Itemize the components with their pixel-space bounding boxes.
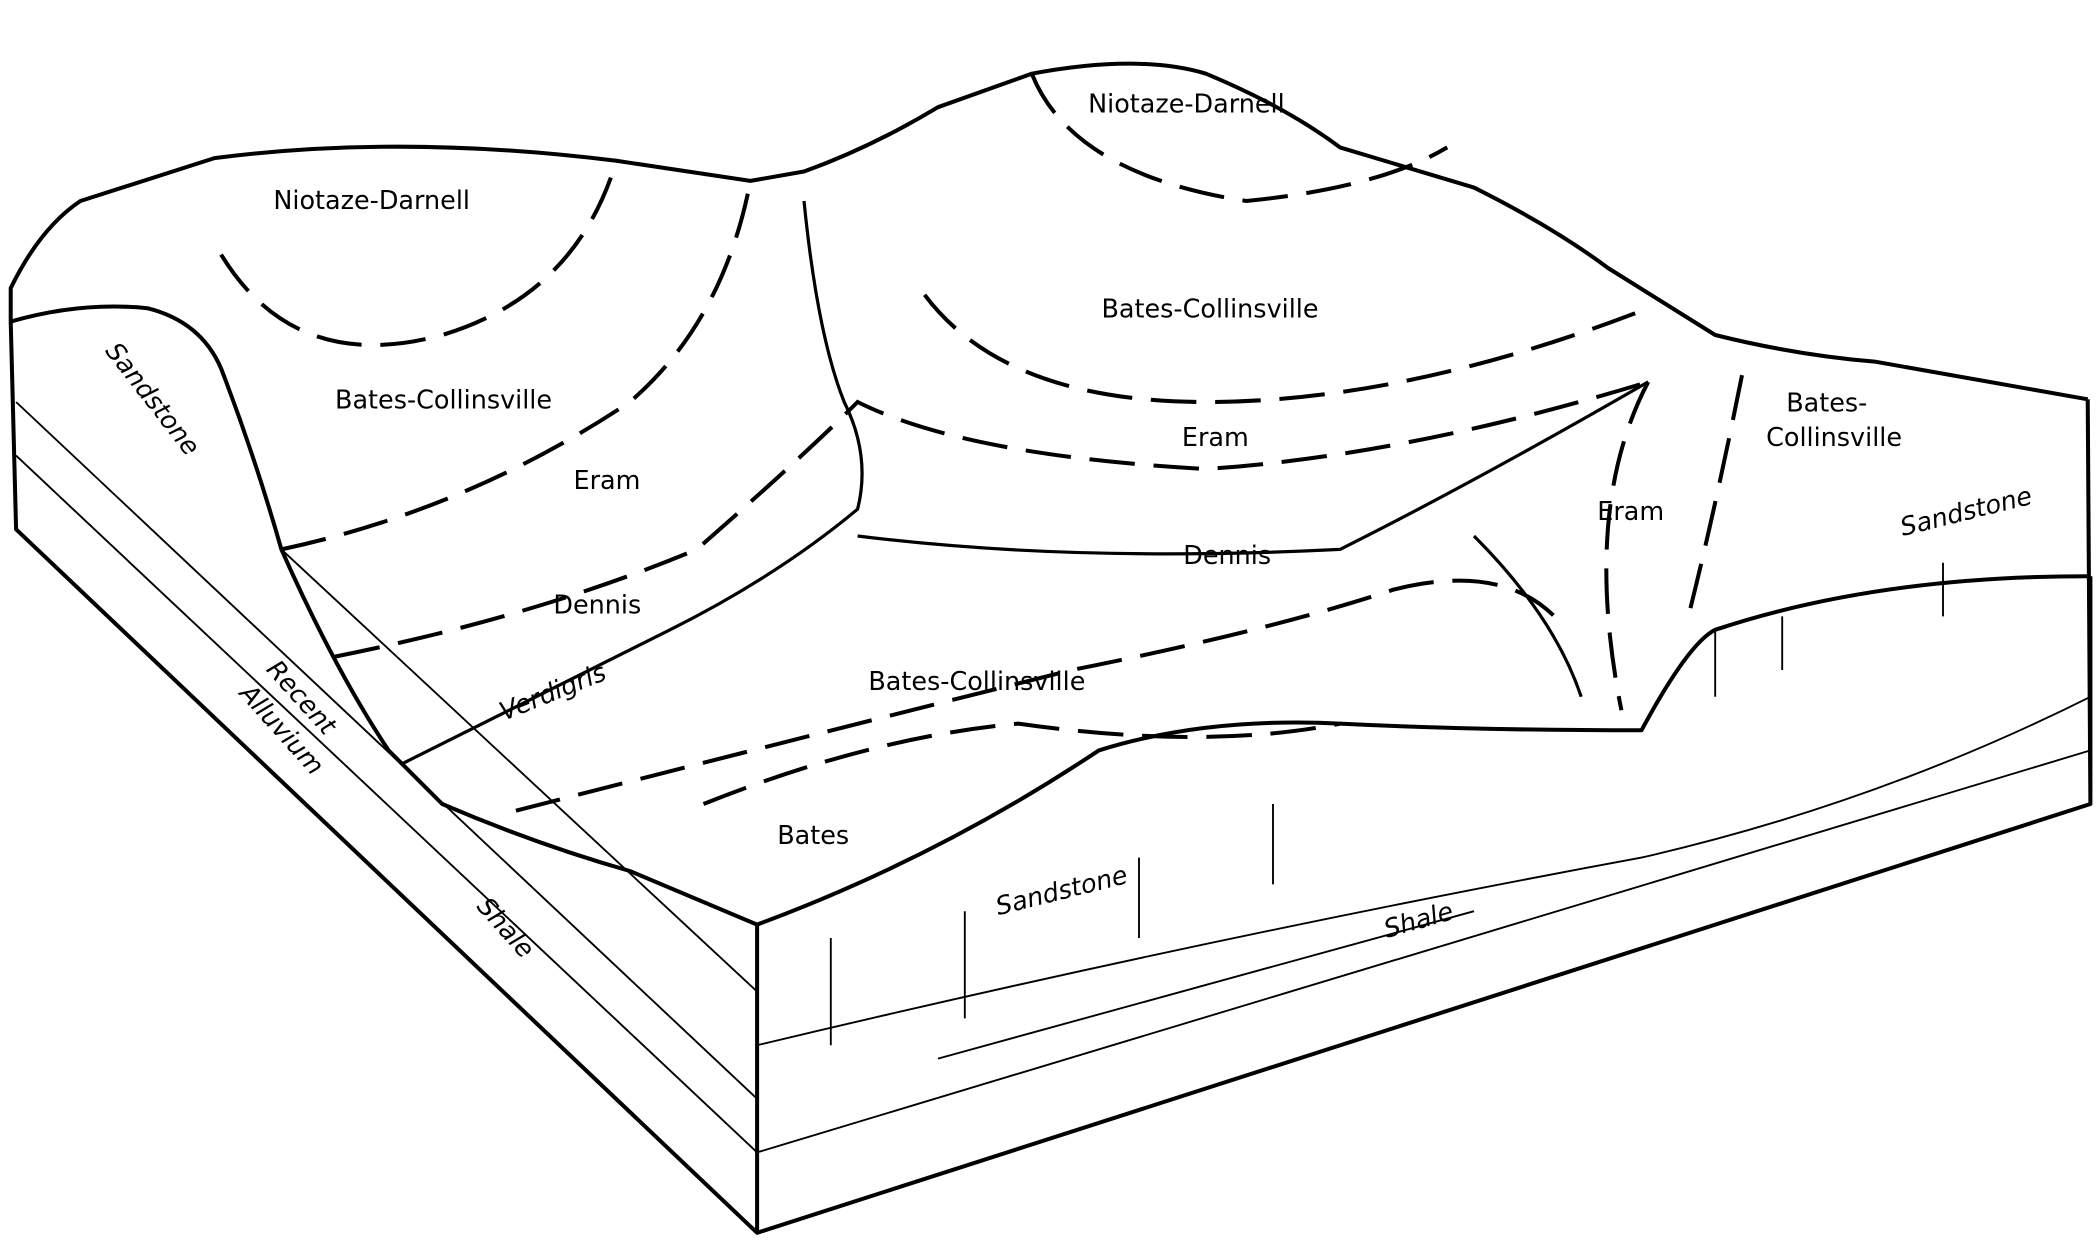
soil-label-dennis-left: Dennis <box>553 591 641 621</box>
soil-label-bates-collinsville-center: Bates-Collinsville <box>1101 295 1318 325</box>
soil-label-eram-right: Eram <box>1597 497 1664 527</box>
top-surface-outline <box>8 61 2089 402</box>
soil-label-niotaze-darnell-left: Niotaze-Darnell <box>273 186 470 216</box>
soil-label-eram-left: Eram <box>574 466 641 496</box>
soil-label-bates-collinsville-right-1: Bates- <box>1786 388 1867 418</box>
front-terrain-edge <box>756 574 2088 927</box>
strata-lines <box>15 401 2091 1154</box>
rock-label-shale-front: Shale <box>1381 896 1457 944</box>
soil-label-bates-collinsville-right-2: Collinsville <box>1766 423 1902 453</box>
soil-label-bates: Bates <box>777 821 849 851</box>
rock-label-sandstone-front: Sandstone <box>993 860 1131 922</box>
soil-label-bates-collinsville-bottom: Bates-Collinsville <box>868 667 1085 697</box>
river-label-verdigris: Verdigris <box>495 658 610 728</box>
soil-label-niotaze-darnell-right: Niotaze-Darnell <box>1088 90 1285 120</box>
soil-boundaries <box>219 72 1744 813</box>
rock-label-sandstone-right: Sandstone <box>1897 481 2035 543</box>
soil-label-eram-center: Eram <box>1182 423 1249 453</box>
verdigris-river <box>401 200 1650 766</box>
rock-label-shale-left: Shale <box>470 892 540 965</box>
block-box-edges <box>8 321 2093 1235</box>
rock-label-sandstone-left: Sandstone <box>99 337 206 462</box>
soil-label-dennis-center: Dennis <box>1183 541 1271 571</box>
left-terrain-edge <box>10 304 758 927</box>
soil-label-bates-collinsville-left: Bates-Collinsville <box>335 386 552 416</box>
